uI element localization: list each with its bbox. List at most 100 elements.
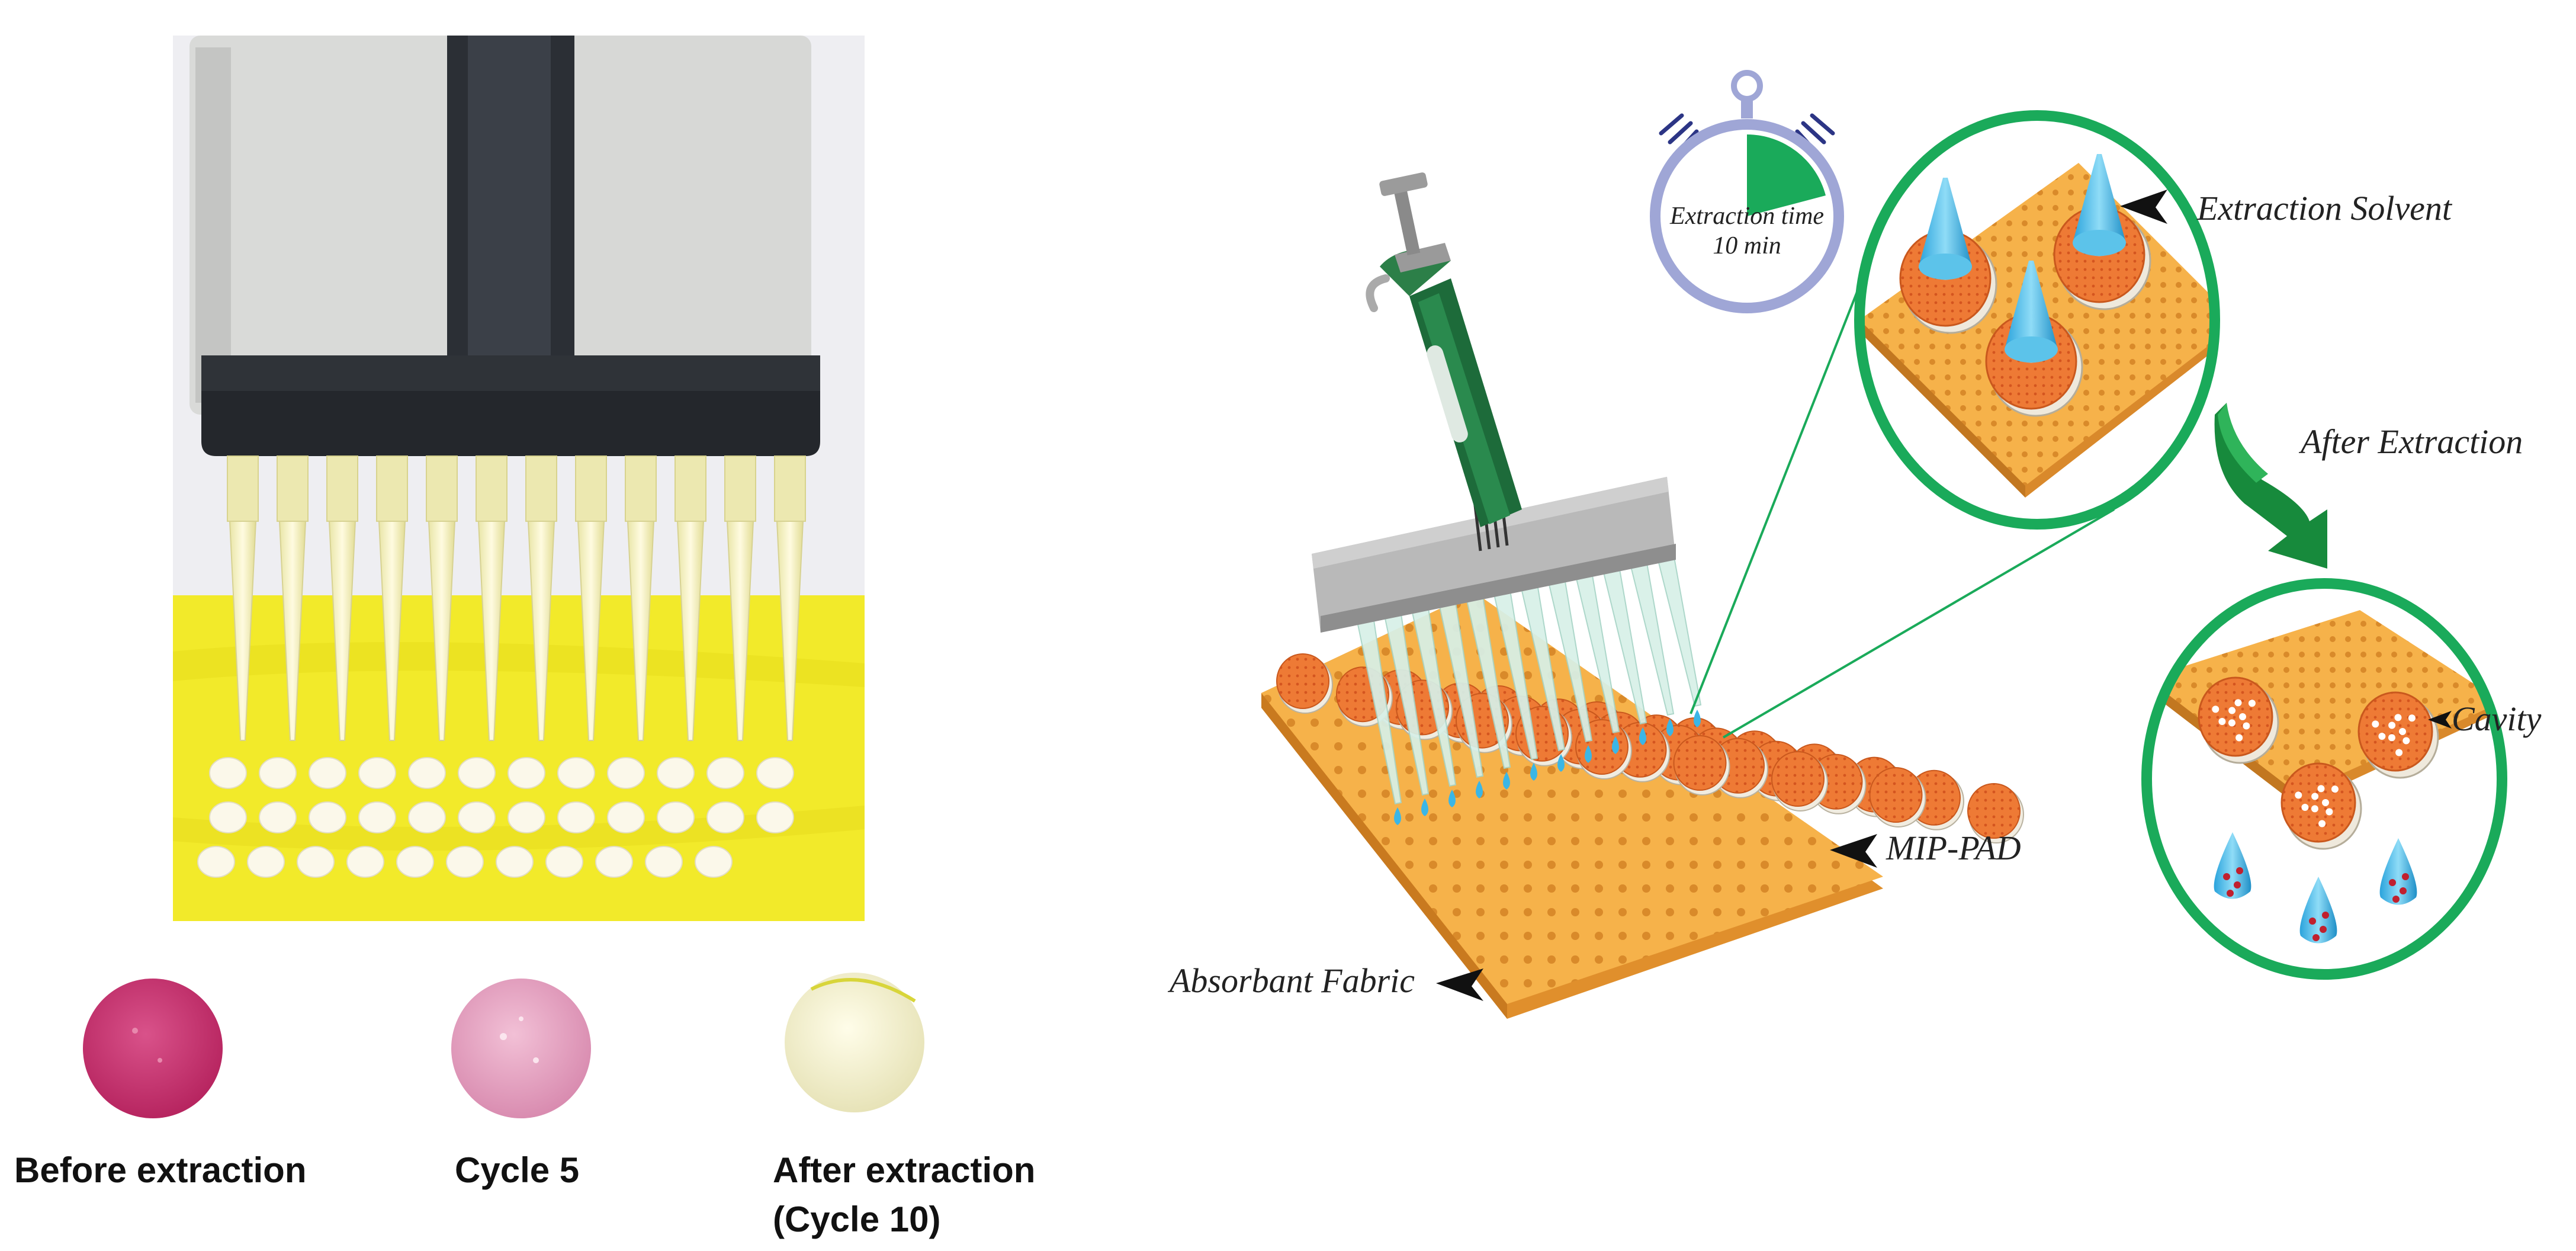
mip-pad-disc [545,846,583,878]
solvent-droplet [1448,790,1456,807]
analyte-droplet [2299,877,2337,944]
mip-pad-disc [358,801,396,833]
disc-before-extraction [83,979,223,1118]
mip-pad-disc [557,757,595,789]
pipette-tip [426,456,458,741]
timer-label: Extraction time 10 min [1652,201,1842,261]
pipette-tip [525,456,557,741]
photograph-multichannel-pipette [173,36,865,921]
pipette-tip [227,456,259,741]
mip-pad-disc [607,801,645,833]
black-arrowhead-icon [1436,190,2452,1001]
pipette-tip [774,456,806,741]
solvent-droplet [1421,798,1428,816]
mip-pad-disc [695,846,733,878]
mip-pad-disc [657,757,695,789]
caption-after-extraction-line2: (Cycle 10) [773,1199,941,1239]
green-curved-arrow-icon [2214,403,2327,569]
mip-pad [1869,767,1926,827]
pipette-tips [227,456,806,741]
zoom-view-during-extraction [1854,110,2220,530]
mip-pad-disc [508,757,545,789]
pipette-tip [277,456,309,741]
caption-cycle-5: Cycle 5 [455,1150,580,1190]
pad-with-cavities [2198,676,2279,764]
label-absorbant-fabric: Absorbant Fabric [1170,961,1415,1000]
analyte-droplet [2214,832,2251,899]
pipette-tip [724,456,756,741]
mip-pad-disc [309,801,346,833]
mip-pad-disc [557,801,595,833]
mip-pad-disc [247,846,285,878]
pad-with-solvent-cone [1985,261,2083,417]
label-extraction-solvent: Extraction Solvent [2197,189,2452,227]
solvent-droplet [1639,727,1646,745]
mip-pad [1771,751,1828,811]
solvent-droplet [1394,807,1401,825]
pipette-tip [326,456,358,741]
solvent-droplet [1530,763,1537,781]
solvent-droplet [1612,736,1619,754]
mip-pad-disc [297,846,335,878]
mip-pad-disc [408,801,446,833]
mip-pad-disc [259,757,297,789]
mip-pad-disc [197,846,235,878]
zoom-view-after-extraction [2141,578,2507,980]
solvent-droplet [1666,718,1674,736]
pipette-tip [575,456,607,741]
mip-pad-discs [197,757,794,878]
mip-pad-disc [446,846,484,878]
timer-label-line2: 10 min [1713,232,1781,260]
solvent-droplet [1694,710,1701,727]
solvent-droplet [1503,772,1510,790]
mip-pad [1967,783,2024,843]
solvent-droplet [1557,754,1565,772]
pad-with-cavities [2357,691,2439,779]
mip-pad-disc [358,757,396,789]
mip-pad-disc [496,846,534,878]
stopwatch-icon [1650,70,1844,313]
mip-pad-disc [756,801,794,833]
disc-after-extraction [785,973,924,1112]
schematic-multichannel-pipette [1312,172,1702,825]
pipette-tip [625,456,657,741]
disc-cycle-5 [451,979,591,1118]
pipette-tip [674,456,706,741]
label-mip-pad: MIP-PAD [1886,829,2021,867]
caption-after-extraction: After extraction (Cycle 10) [773,1146,1035,1244]
label-cavity: Cavity [2452,700,2542,738]
mip-pad-disc [508,801,545,833]
mip-pad-disc [408,757,446,789]
mip-pad-disc [595,846,633,878]
timer-label-line1: Extraction time [1669,203,1825,230]
solvent-droplets [1394,710,1701,825]
mip-pad-disc [458,757,496,789]
caption-before-extraction: Before extraction [14,1150,307,1190]
label-after-extraction: After Extraction [2301,422,2523,461]
mip-pad-disc [259,801,297,833]
pad-with-cavities [2281,762,2362,850]
mip-pad-disc [396,846,434,878]
zoom-connector-lines [1690,278,2115,739]
mip-pad-disc [607,757,645,789]
mip-pad-disc [657,801,695,833]
mip-pad-disc [756,757,794,789]
mip-pad-disc [458,801,496,833]
pipette-tip [376,456,408,741]
mip-pad-disc [309,757,346,789]
pad-with-solvent-cone [1899,178,1997,334]
mip-pad [1276,653,1333,714]
mip-pad [1673,735,1730,795]
schematic-pipette-tips [1355,546,1702,805]
mip-pad-disc [706,757,744,789]
mip-pad-disc [645,846,683,878]
mip-pad-disc [346,846,384,878]
caption-after-extraction-line1: After extraction [773,1150,1036,1190]
solvent-droplet [1585,745,1592,763]
pipette-tip [476,456,508,741]
analyte-droplet [2379,838,2417,905]
mip-pad-disc [706,801,744,833]
mip-pad-disc [209,801,247,833]
pad-with-solvent-cone [2053,154,2151,310]
